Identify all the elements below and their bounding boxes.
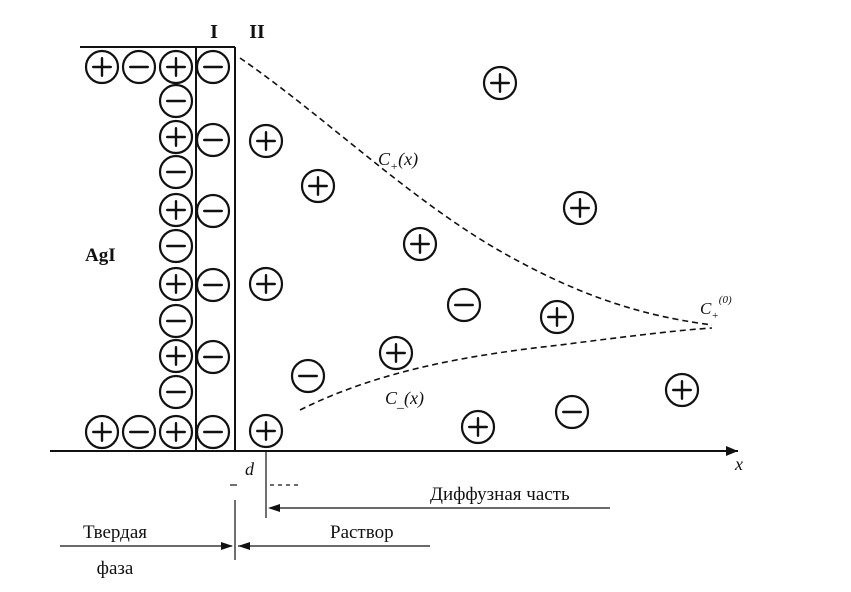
diffuse-ion-cloud: [248, 65, 700, 449]
anion-inner-3: [195, 339, 231, 375]
c-plus-label: C+(x): [378, 149, 418, 173]
c-zero-label: C+(0): [700, 294, 732, 322]
cation-diffuse-0: [482, 65, 518, 101]
solid-label: AgI: [85, 245, 116, 266]
cation-diffuse-4: [402, 226, 438, 262]
anion-column-0: [158, 83, 194, 119]
solid-phase-arrowhead: [221, 542, 233, 550]
surface-ion-layer: [84, 49, 231, 450]
cation-diffuse-9: [248, 413, 284, 449]
anion-diffuse-11: [554, 394, 590, 430]
solid-phase-label-line2: фаза: [97, 558, 134, 579]
cation-diffuse-6: [539, 299, 575, 335]
anion-inner-0: [195, 122, 231, 158]
anion-diffuse-10: [290, 358, 326, 394]
d-label: d: [245, 459, 255, 479]
solution-label: Раствор: [330, 522, 394, 543]
solid-phase-label-line1: Твердая: [83, 522, 147, 543]
cation-top-0: [84, 49, 120, 85]
anion-top-3: [195, 49, 231, 85]
anion-column-4: [158, 228, 194, 264]
cation-column-5: [158, 266, 194, 302]
diffuse-label: Диффузная часть: [430, 484, 570, 505]
cation-column-1: [158, 119, 194, 155]
cation-column-3: [158, 192, 194, 228]
c-minus-label: C_(x): [385, 388, 424, 411]
cation-diffuse-12: [460, 409, 496, 445]
cation-top-2: [158, 49, 194, 85]
diffuse-arrowhead: [268, 504, 280, 512]
cation-bottom-0: [84, 414, 120, 450]
solution-arrowhead: [238, 542, 250, 550]
cation-diffuse-8: [378, 335, 414, 371]
anion-top-1: [121, 49, 157, 85]
cation-diffuse-5: [248, 266, 284, 302]
cation-column-7: [158, 338, 194, 374]
plane-2-label: II: [249, 21, 265, 43]
anion-bottom-3: [195, 414, 231, 450]
anion-inner-1: [195, 193, 231, 229]
cation-diffuse-13: [664, 372, 700, 408]
cation-diffuse-1: [248, 123, 284, 159]
cation-diffuse-2: [300, 168, 336, 204]
anion-column-6: [158, 303, 194, 339]
plane-1-label: I: [210, 21, 218, 43]
c-minus-curve: [299, 327, 713, 411]
anion-inner-2: [195, 267, 231, 303]
anion-column-2: [158, 154, 194, 190]
x-axis-arrowhead: [726, 446, 738, 456]
c-plus-curve: [239, 57, 713, 326]
anion-bottom-1: [121, 414, 157, 450]
anion-diffuse-7: [446, 287, 482, 323]
cation-diffuse-3: [562, 190, 598, 226]
cation-bottom-2: [158, 414, 194, 450]
x-axis-label: x: [734, 454, 743, 474]
anion-column-8: [158, 374, 194, 410]
